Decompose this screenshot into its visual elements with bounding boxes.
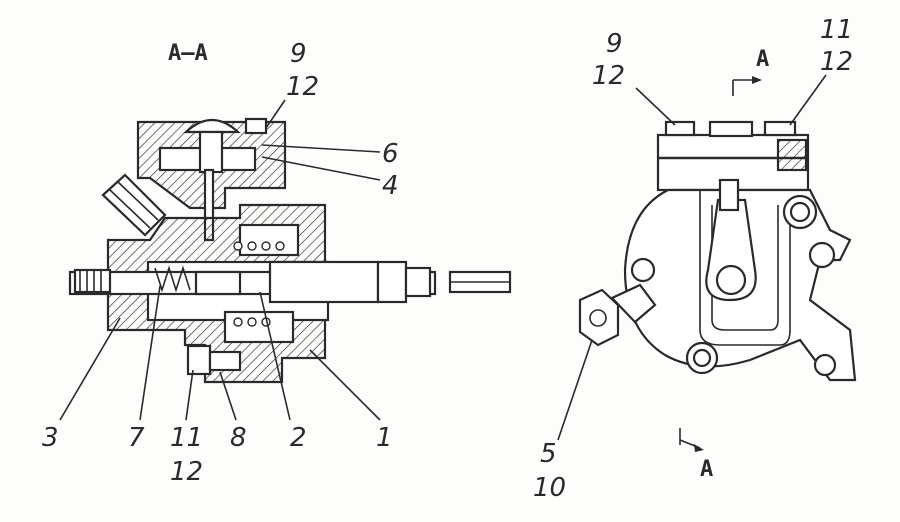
callout-12-right-a: 12 [592, 61, 625, 91]
callout-9-right: 9 [606, 29, 623, 59]
right-screw-11 [763, 120, 797, 137]
section-title: A–A [168, 41, 208, 66]
callout-11-right: 11 [820, 15, 853, 45]
bolt-right [808, 241, 836, 269]
callout-6: 6 [382, 139, 399, 169]
callout-4: 4 [382, 171, 399, 201]
holes-upper [233, 241, 285, 251]
top-stud [718, 178, 740, 212]
cover-dome [183, 119, 241, 134]
view-arrow-label-top: A [756, 47, 769, 72]
leader-lines-left [59, 99, 381, 421]
callout-12-left-top: 12 [286, 72, 319, 102]
holes-lower [233, 317, 271, 327]
side-fitting [578, 288, 620, 347]
shaft-nut [404, 266, 432, 298]
view-arrow-label-bottom: A [700, 457, 713, 482]
shaft-collar [376, 260, 408, 304]
bolt-left [630, 257, 656, 283]
cover-boss [708, 120, 754, 138]
callout-2: 2 [290, 423, 307, 453]
upper-chamber [238, 223, 300, 257]
callout-8: 8 [230, 423, 247, 453]
callout-12-left-bottom: 12 [170, 457, 203, 487]
external-view [578, 120, 857, 382]
callout-11-left: 11 [170, 423, 203, 453]
callout-5: 5 [540, 439, 557, 469]
angled-fitting [101, 173, 167, 237]
lower-chamber [223, 310, 295, 344]
right-screw-9 [664, 120, 696, 137]
callout-3: 3 [42, 423, 59, 453]
bolt-flange [813, 353, 837, 377]
section-view [68, 117, 512, 384]
lever-nut [715, 264, 747, 296]
cover-screw-9 [244, 117, 268, 135]
shaft-sleeve [268, 260, 380, 304]
bottom-bolt-head [186, 344, 212, 376]
callout-10: 10 [533, 473, 566, 503]
callout-7: 7 [128, 423, 145, 453]
callout-12-right-b: 12 [820, 47, 853, 77]
bottom-bolt [208, 350, 242, 372]
callout-9-left: 9 [290, 39, 307, 69]
spring [154, 265, 191, 293]
callout-1: 1 [376, 423, 393, 453]
